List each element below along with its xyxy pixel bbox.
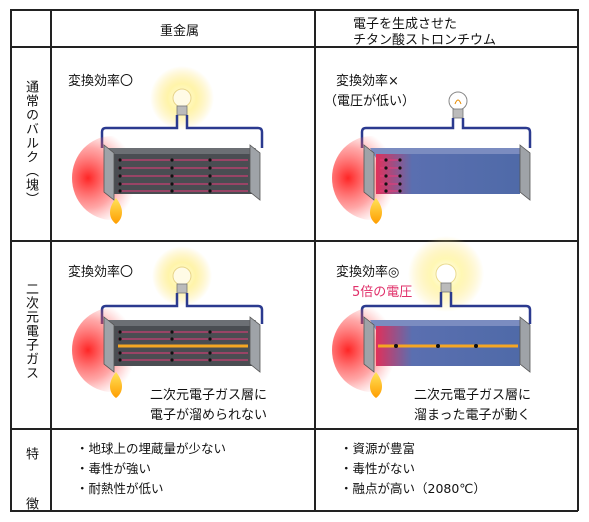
bulk-sto-note: （電圧が低い） [324, 94, 416, 109]
flame-icon [370, 372, 382, 398]
grid-left [10, 9, 12, 511]
grid-mid [314, 9, 316, 511]
flame-icon [370, 198, 382, 224]
grid-top [10, 9, 578, 11]
diagram-bulk-sto [332, 91, 532, 224]
grid-label-col [50, 9, 52, 511]
row-label-feature: 特 徴 [23, 447, 38, 522]
circuit-wire [100, 115, 264, 148]
bulk-metal-efficiency: 変換効率〇 [68, 74, 134, 89]
grid-row2-bottom [10, 428, 578, 430]
grid-row1-bottom [10, 240, 578, 242]
feature-sto-3: ・融点が高い（2080℃） [340, 481, 486, 496]
bulb-icon [435, 263, 457, 285]
feature-sto-1: ・資源が豊富 [340, 441, 416, 456]
gas-sto-caption-line2: 溜まった電子が動く [414, 408, 531, 423]
flame-icon [110, 198, 122, 224]
feature-metal-3: ・耐熱性が低い [76, 481, 164, 496]
column-header-sto-line1: 電子を生成させた [353, 17, 458, 32]
bulb-icon [172, 88, 192, 108]
gas-metal-caption-line1: 二次元電子ガス層に [150, 388, 268, 403]
bulk-sto-efficiency: 変換効率× [336, 74, 399, 89]
row-label-gas: 二次元電子ガス [23, 282, 38, 380]
diagram-gas-metal [72, 246, 264, 398]
gas-sto-efficiency: 変換効率◎ [336, 265, 400, 280]
column-header-sto-line2: チタン酸ストロンチウム [353, 33, 497, 48]
bulb-icon [172, 266, 192, 286]
gas-sto-voltage: 5倍の電圧 [352, 285, 413, 300]
row-label-bulk: 通常のバルク（塊） [23, 80, 38, 206]
feature-metal-2: ・毒性が強い [76, 461, 152, 476]
grid-bottom [10, 510, 578, 512]
grid-header-bottom [10, 46, 578, 48]
grid-right [577, 9, 579, 511]
column-header-heavy-metal: 重金属 [160, 24, 200, 39]
diagram-bulk-metal [72, 66, 264, 224]
bulb-icon [448, 91, 468, 111]
circuit-wire [360, 118, 532, 148]
feature-sto-2: ・毒性がない [340, 461, 416, 476]
gas-sto-caption-line1: 二次元電子ガス層に [414, 388, 532, 403]
diagram-gas-sto [332, 236, 532, 398]
feature-metal-1: ・地球上の埋蔵量が少ない [76, 441, 227, 456]
gas-metal-efficiency: 変換効率〇 [68, 265, 134, 280]
gas-metal-caption-line2: 電子が溜められない [150, 408, 268, 423]
flame-icon [110, 372, 122, 398]
